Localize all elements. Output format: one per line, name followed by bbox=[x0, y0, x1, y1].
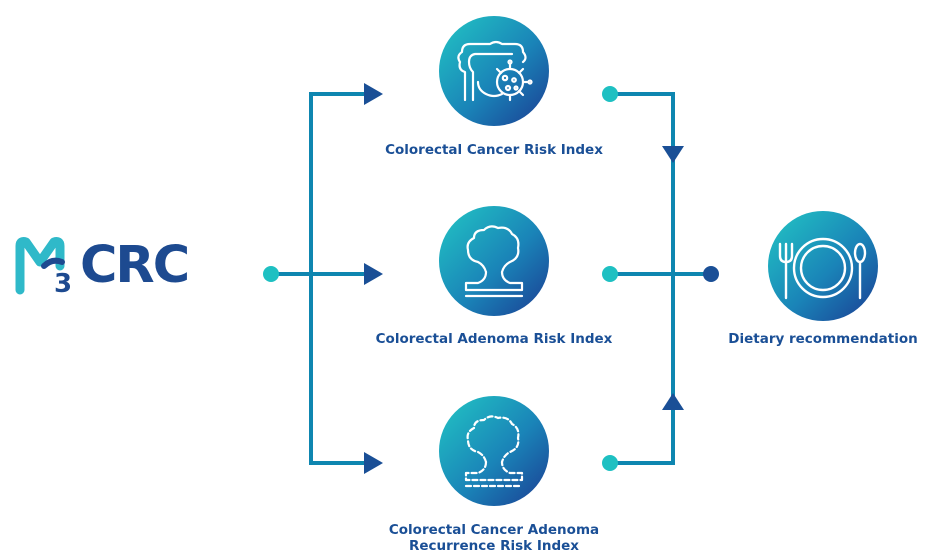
polyp-icon bbox=[464, 225, 524, 298]
arrow-up-merge bbox=[662, 393, 684, 410]
polyp-recurrence-icon bbox=[464, 415, 524, 488]
arrow-down-merge bbox=[662, 146, 684, 163]
left-connectors bbox=[271, 92, 370, 465]
adenoma-risk-out-dot bbox=[602, 266, 618, 282]
recurrence-risk-label: Colorectal Cancer Adenoma Recurrence Ris… bbox=[364, 522, 624, 554]
cancer-risk-label: Colorectal Cancer Risk Index bbox=[374, 142, 614, 158]
logo-superscript: 3 bbox=[54, 269, 72, 296]
node-dietary-circle bbox=[768, 211, 878, 321]
adenoma-risk-label: Colorectal Adenoma Risk Index bbox=[364, 331, 624, 347]
plate-fork-spoon-icon bbox=[778, 237, 867, 300]
dietary-label: Dietary recommendation bbox=[718, 331, 927, 347]
recurrence-risk-label-line2: Recurrence Risk Index bbox=[408, 538, 579, 554]
logo-mark: 3 bbox=[15, 237, 72, 296]
arrow-to-cancer-risk bbox=[364, 83, 383, 105]
merge-end-dot bbox=[703, 266, 719, 282]
logo-text: CRC bbox=[80, 236, 190, 295]
left-arrowheads bbox=[364, 83, 383, 474]
right-arrowheads bbox=[662, 146, 684, 410]
cancer-risk-out-dot bbox=[602, 86, 618, 102]
cancer-risk-label-text: Colorectal Cancer Risk Index bbox=[385, 142, 603, 158]
recurrence-risk-label-line1: Colorectal Cancer Adenoma bbox=[388, 522, 600, 538]
recurrence-risk-out-dot bbox=[602, 455, 618, 471]
right-dots bbox=[602, 86, 719, 471]
start-dot bbox=[263, 266, 279, 282]
adenoma-risk-label-text: Colorectal Adenoma Risk Index bbox=[375, 331, 613, 347]
dietary-label-text: Dietary recommendation bbox=[728, 331, 918, 347]
arrow-to-recurrence-risk bbox=[364, 452, 383, 474]
node-adenoma-risk-circle bbox=[439, 206, 549, 316]
arrow-to-adenoma-risk bbox=[364, 263, 383, 285]
right-connectors bbox=[610, 92, 712, 465]
node-recurrence-risk-circle bbox=[439, 396, 549, 506]
colon-virus-icon bbox=[457, 40, 533, 102]
node-cancer-risk-circle bbox=[439, 16, 549, 126]
